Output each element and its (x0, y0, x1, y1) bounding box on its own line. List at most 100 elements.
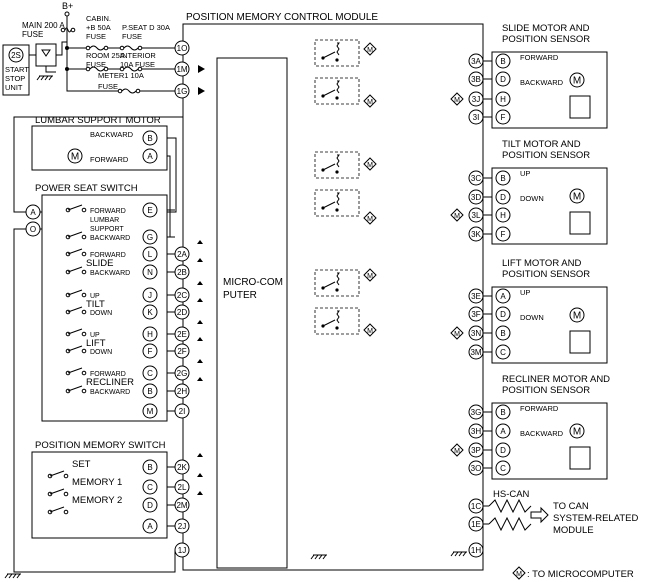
diode-icon (197, 240, 203, 244)
set-switch-icon (47, 470, 69, 479)
arrow-right-icon (530, 506, 549, 524)
svg-text:M: M (454, 331, 460, 338)
diode-icon (197, 377, 203, 381)
motor-icon-label: M (573, 76, 581, 87)
module-pin-label: 2A (177, 250, 187, 259)
memory-switch-pin (142, 518, 158, 534)
seat-switch-label: SLIDE (86, 258, 113, 269)
motor-pin (495, 460, 511, 476)
module-pin (174, 479, 190, 495)
module-pin (174, 383, 190, 399)
switch-contact-icon (65, 385, 87, 394)
motor-icon-label: M (573, 192, 581, 203)
hs-can-label: HS-CAN (493, 489, 530, 500)
seat-switch-pin (142, 304, 158, 320)
fuse-icon (85, 45, 109, 51)
seat-switch-pin (142, 383, 158, 399)
seat-switch-label: TILT (86, 299, 105, 310)
module-pin-label: 2M (176, 501, 187, 510)
module-pin (174, 403, 190, 419)
motor-dir2-label: DOWN (520, 313, 544, 322)
module-pin (174, 287, 190, 303)
svg-text:M: M (367, 47, 373, 54)
diode-icon (197, 258, 203, 262)
module-pin-label: 3H (471, 427, 481, 436)
cabin-fuse-label: CABIN. (86, 14, 111, 23)
start-stop-label-3: UNIT (5, 83, 23, 92)
module-pin-label: 3B (471, 75, 481, 84)
module-pin (174, 459, 190, 475)
room-fuse-label: ROOM 25A (86, 51, 125, 60)
module-pin (468, 226, 484, 242)
seat-switch-pin-label: L (148, 250, 153, 259)
seat-switch-label: LUMBAR (90, 217, 119, 224)
microcomputer-marker-icon: M (363, 42, 377, 56)
switch-contact-icon (65, 367, 87, 376)
module-pin-label: 3O (471, 464, 482, 473)
module-pin-label: 3M (470, 348, 481, 357)
position-sensor (569, 211, 591, 235)
module-pin-label: 2F (177, 347, 186, 356)
motor-title-2: POSITION SENSOR (502, 269, 590, 280)
memory-1-switch-icon (47, 488, 69, 497)
motor-pin (495, 226, 511, 242)
module-pin (468, 498, 484, 514)
module-pin (174, 343, 190, 359)
motor-dir2-label: BACKWARD (520, 429, 564, 438)
module-pin-label: 2L (178, 483, 187, 492)
switch-contact-icon (65, 345, 87, 354)
diode-icon (197, 491, 203, 495)
start-stop-unit (2, 44, 30, 96)
b-plus-label: B+ (62, 1, 73, 11)
motor-pin (495, 109, 511, 125)
seat-switch-pin-label: E (147, 206, 152, 215)
module-pin (468, 442, 484, 458)
seat-switch-pin (142, 287, 158, 303)
seat-switch-pin (142, 264, 158, 280)
room-fuse-label-2: FUSE (86, 60, 106, 69)
motor-icon-label: M (573, 427, 581, 438)
motor-title: LIFT MOTOR AND (502, 258, 581, 269)
svg-text:M: M (454, 97, 460, 104)
seat-switch-pin-label: H (147, 330, 153, 339)
module-pin (174, 542, 190, 558)
hs-can-twisted-pair-icon (488, 498, 532, 514)
module-pin-label: 2I (179, 407, 186, 416)
motor-pin (495, 207, 511, 223)
diode-icon (197, 337, 203, 341)
microcomputer-marker-icon: M (363, 268, 377, 282)
memory-switch-pin (142, 497, 158, 513)
seat-switch-label: FORWARD (90, 371, 126, 378)
motor-pin (495, 306, 511, 322)
lumbar-motor-title: LUMBAR SUPPORT MOTOR (35, 115, 161, 126)
module-pin (468, 189, 484, 205)
seat-switch-label: FORWARD (90, 208, 126, 215)
memory-switch-pin-label: A (147, 522, 153, 531)
diode-icon (197, 320, 203, 324)
seat-switch-pin-o-label: O (30, 225, 36, 234)
relay-icon (314, 39, 360, 67)
fuse-icon (119, 66, 143, 72)
module-pin (174, 264, 190, 280)
relay-icon (314, 189, 360, 217)
diode-icon (197, 281, 203, 285)
relay-icon (314, 77, 360, 105)
svg-text:M: M (367, 162, 373, 169)
module-pin-label: 2H (177, 387, 187, 396)
seat-switch-label: DOWN (90, 349, 112, 356)
memory-switch-pin (142, 479, 158, 495)
interior-fuse-label-2: 10A FUSE (120, 60, 155, 69)
seat-switch-pin-a-label: A (30, 208, 36, 217)
microcomputer-marker-icon: M (450, 443, 464, 457)
relay-icon (35, 43, 57, 67)
motor-pin-label: D (500, 310, 506, 319)
motor-icon (569, 72, 585, 88)
hs-can-twisted-pair-icon (488, 516, 532, 532)
seat-switch-pin (142, 326, 158, 342)
fuse-icon (85, 66, 109, 72)
memory-switch-title: POSITION MEMORY SWITCH (35, 440, 166, 451)
lumbar-pin-a (142, 148, 158, 164)
seat-switch-label: BACKWARD (90, 270, 130, 277)
motor-dir2-label: DOWN (520, 194, 544, 203)
motor-title: RECLINER MOTOR AND (502, 374, 610, 385)
